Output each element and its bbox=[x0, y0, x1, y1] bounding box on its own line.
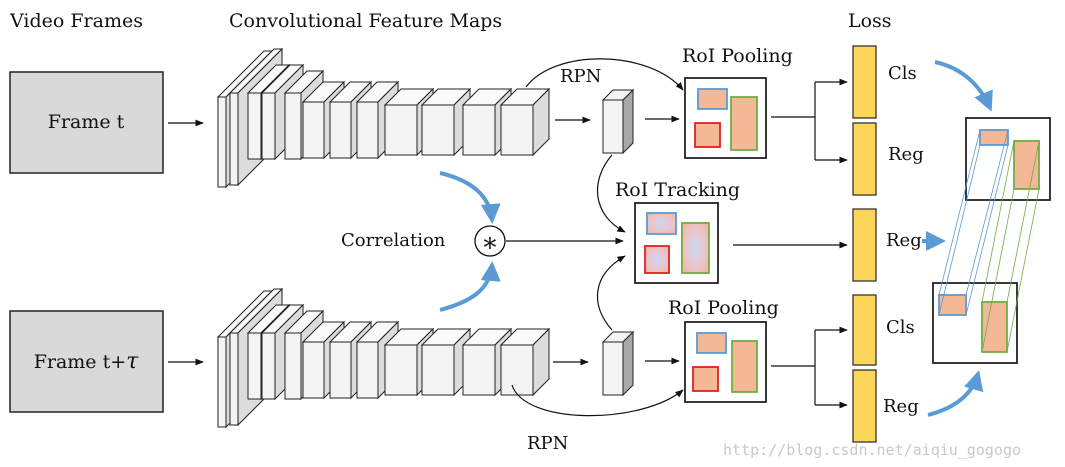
tracking-correspondence-lines bbox=[938, 129, 1040, 353]
blue-arrow-to-bottom-detection bbox=[927, 370, 984, 417]
loss-label-reg-bottom: Reg bbox=[883, 396, 919, 417]
correlation-symbol: ∗ bbox=[481, 228, 499, 258]
roi-pooling-bottom-label: RoI Pooling bbox=[668, 297, 779, 319]
detection-box-top bbox=[965, 117, 1051, 201]
rpn-map-bottom bbox=[601, 330, 635, 397]
conv-bottom-layer-12 bbox=[499, 327, 551, 397]
correlation-curve-top bbox=[439, 171, 501, 224]
blue-arrow-to-top-detection bbox=[934, 60, 993, 112]
correlation-curve-bottom bbox=[439, 261, 501, 312]
conv-top-layer-12 bbox=[499, 87, 551, 157]
frame-t-tau-box: Frame t+τ bbox=[9, 310, 164, 413]
watermark-url: http://blog.csdn.net/aiqiu_gogogo bbox=[723, 441, 1021, 459]
roi-tracking-box bbox=[634, 202, 719, 284]
roi-tracking-label: RoI Tracking bbox=[615, 179, 740, 201]
video-frames-header: Video Frames bbox=[9, 10, 143, 32]
conv-feature-maps-top bbox=[216, 47, 551, 189]
conv-feature-maps-bottom bbox=[216, 287, 551, 429]
loss-bar-cls-top bbox=[852, 45, 877, 119]
loss-label-cls-top: Cls bbox=[888, 63, 917, 84]
rpn-label-bottom: RPN bbox=[527, 433, 568, 454]
loss-connectors bbox=[733, 78, 848, 409]
loss-bar-reg-mid bbox=[852, 208, 877, 282]
loss-label-cls-bottom: Cls bbox=[886, 317, 915, 338]
correlation-label: Correlation bbox=[341, 230, 446, 251]
loss-bar-cls-bottom bbox=[852, 294, 877, 366]
loss-label-reg-mid: Reg bbox=[886, 230, 922, 251]
curve-map-top-to-tracking bbox=[596, 154, 626, 233]
curve-map-bottom-to-tracking bbox=[596, 255, 626, 331]
rpn-map-top bbox=[601, 88, 635, 155]
loss-label-reg-top: Reg bbox=[888, 144, 924, 165]
roi-pooling-top-box bbox=[684, 77, 767, 159]
frame-t-label: Frame t bbox=[48, 111, 125, 133]
feature-maps-header: Convolutional Feature Maps bbox=[229, 10, 502, 32]
loss-bar-reg-top bbox=[852, 122, 877, 196]
detection-box-bottom bbox=[932, 282, 1018, 364]
roi-pooling-bottom-box bbox=[684, 321, 767, 403]
loss-bar-reg-bottom bbox=[852, 369, 877, 443]
loss-header: Loss bbox=[848, 10, 892, 32]
correlation-operator: ∗ bbox=[474, 225, 506, 258]
frame-t-tau-label: Frame t+τ bbox=[34, 349, 139, 374]
roi-pooling-top-label: RoI Pooling bbox=[682, 45, 793, 67]
rpn-label-top: RPN bbox=[560, 66, 601, 87]
rpn-curve-top bbox=[525, 58, 684, 91]
frame-t-box: Frame t bbox=[9, 71, 164, 174]
rpn-curve-bottom bbox=[511, 384, 684, 417]
